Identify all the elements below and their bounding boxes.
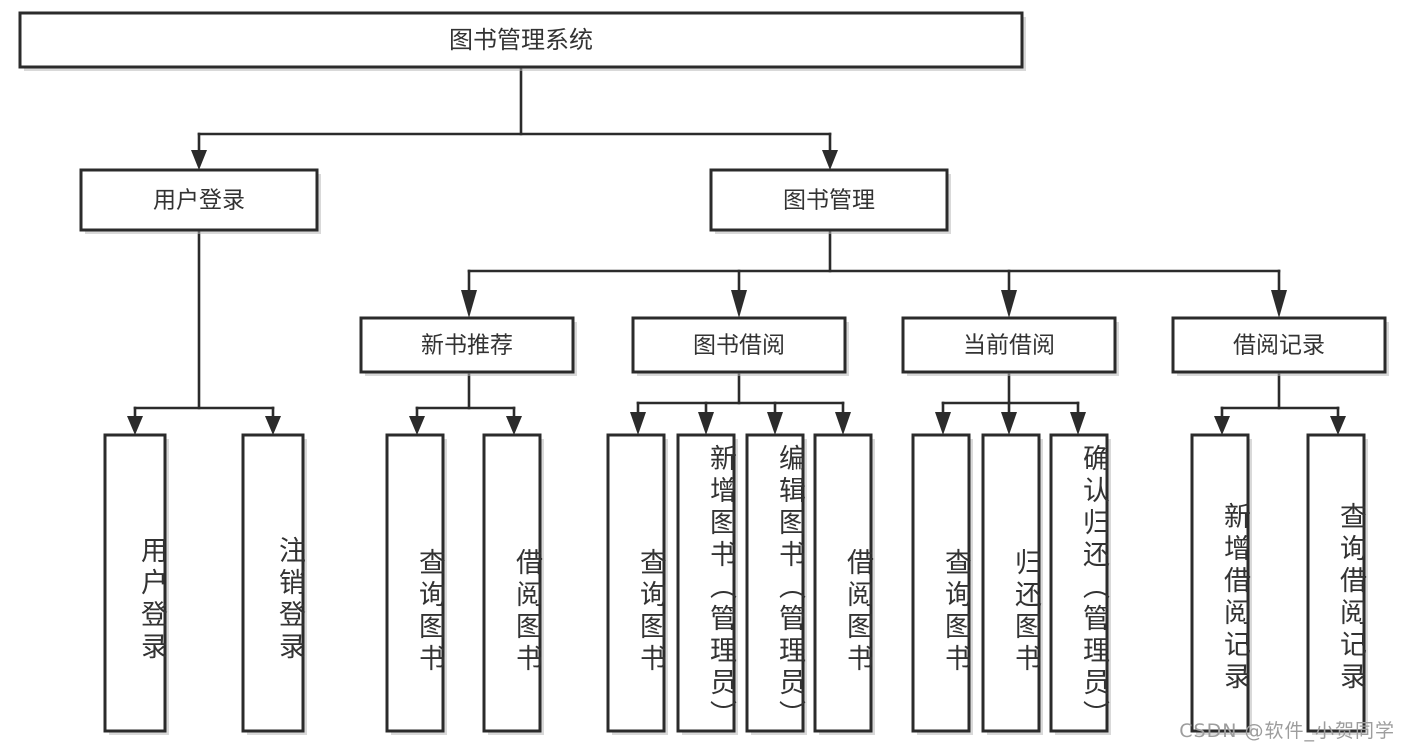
arrow-bb-leaf2 bbox=[698, 412, 714, 435]
arrow-borrow-record bbox=[1271, 290, 1287, 318]
node-book-borrow[interactable]: 图书借阅 bbox=[631, 316, 849, 376]
node-book-manage-label: 图书管理 bbox=[783, 188, 875, 214]
leaf-borrow-record-1[interactable] bbox=[1306, 433, 1368, 735]
leaf-new-book-1[interactable] bbox=[482, 433, 544, 735]
leaf-user-login-1[interactable] bbox=[241, 433, 307, 735]
leaf-book-borrow-1[interactable] bbox=[676, 433, 738, 735]
leaf-book-borrow-0[interactable] bbox=[606, 433, 668, 735]
arrow-new-book bbox=[461, 290, 477, 318]
node-new-book-recommend[interactable]: 新书推荐 bbox=[359, 316, 577, 376]
node-user-login-label: 用户登录 bbox=[153, 188, 245, 214]
arrow-cb-leaf2 bbox=[1001, 412, 1017, 435]
leaf-new-book-0[interactable] bbox=[385, 433, 447, 735]
arrow-bb-leaf3 bbox=[767, 412, 783, 435]
arrow-br-leaf1 bbox=[1214, 416, 1230, 435]
arrow-leaf-user-login bbox=[127, 416, 143, 435]
node-root[interactable]: 图书管理系统 bbox=[18, 11, 1026, 71]
arrow-book-manage bbox=[822, 150, 838, 170]
leaf-current-borrow-2[interactable] bbox=[1049, 433, 1111, 735]
leaf-borrow-record-0[interactable] bbox=[1190, 433, 1252, 735]
node-current-borrow[interactable]: 当前借阅 bbox=[901, 316, 1119, 376]
arrow-bb-leaf1 bbox=[630, 412, 646, 435]
node-user-login[interactable]: 用户登录 bbox=[79, 168, 321, 234]
leaf-current-borrow-0[interactable] bbox=[911, 433, 973, 735]
node-book-borrow-label: 图书借阅 bbox=[693, 333, 785, 359]
watermark: CSDN @软件_小贺同学 bbox=[1179, 720, 1395, 742]
arrow-cb-leaf3 bbox=[1070, 412, 1086, 435]
arrow-nb-leaf2 bbox=[506, 416, 522, 435]
arrow-current-borrow bbox=[1001, 290, 1017, 318]
leaf-book-borrow-3[interactable] bbox=[813, 433, 875, 735]
node-book-manage[interactable]: 图书管理 bbox=[709, 168, 951, 234]
arrow-book-borrow bbox=[731, 290, 747, 318]
leaf-current-borrow-1[interactable] bbox=[981, 433, 1043, 735]
connector-group bbox=[127, 65, 1346, 435]
arrow-br-leaf2 bbox=[1330, 416, 1346, 435]
node-new-book-recommend-label: 新书推荐 bbox=[421, 333, 513, 359]
arrow-leaf-logout bbox=[265, 416, 281, 435]
arrow-cb-leaf1 bbox=[935, 412, 951, 435]
node-borrow-record-label: 借阅记录 bbox=[1233, 333, 1325, 359]
node-current-borrow-label: 当前借阅 bbox=[963, 333, 1055, 359]
node-borrow-record[interactable]: 借阅记录 bbox=[1171, 316, 1389, 376]
arrow-user-login bbox=[191, 150, 207, 170]
arrow-bb-leaf4 bbox=[835, 412, 851, 435]
arrow-nb-leaf1 bbox=[409, 416, 425, 435]
leaf-book-borrow-2[interactable] bbox=[745, 433, 807, 735]
node-root-label: 图书管理系统 bbox=[449, 26, 593, 54]
leaf-user-login-0[interactable] bbox=[103, 433, 169, 735]
